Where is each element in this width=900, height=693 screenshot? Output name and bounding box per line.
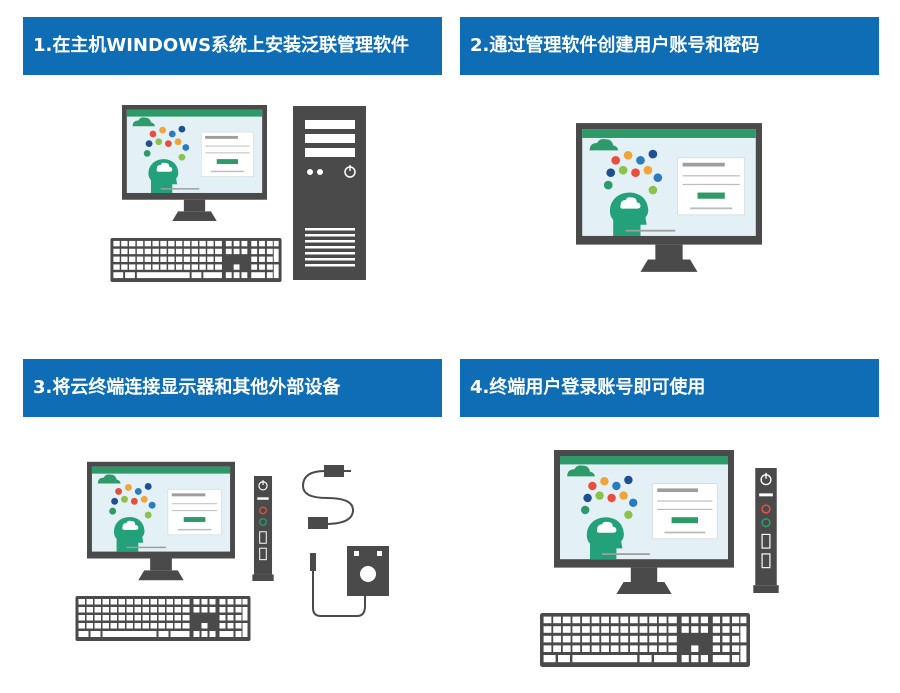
step-1-title: 1.在主机WINDOWS系统上安装泛联管理软件 xyxy=(33,35,410,56)
desktop-tower-icon xyxy=(293,106,366,280)
step-2-illustration xyxy=(576,122,762,273)
audio-cable-icon xyxy=(310,553,366,617)
step-3-banner: 3.将云终端连接显示器和其他外部设备 xyxy=(23,359,442,417)
step-3-title: 3.将云终端连接显示器和其他外部设备 xyxy=(33,377,341,398)
monitor-icon xyxy=(122,104,267,222)
monitor-icon xyxy=(576,122,762,273)
step-1-illustration xyxy=(110,104,366,290)
cable-icon xyxy=(301,465,355,529)
step-2-title: 2.通过管理软件创建用户账号和密码 xyxy=(470,35,760,56)
step-4-illustration xyxy=(540,450,780,672)
step-3-illustration xyxy=(75,461,389,648)
step-4-banner: 4.终端用户登录账号即可使用 xyxy=(460,359,879,417)
keyboard-icon xyxy=(110,238,281,282)
keyboard-icon xyxy=(540,613,750,667)
step-1-banner: 1.在主机WINDOWS系统上安装泛联管理软件 xyxy=(23,17,442,75)
keyboard-icon xyxy=(76,596,251,641)
monitor-icon xyxy=(554,450,734,594)
power-adapter-icon xyxy=(347,546,389,596)
monitor-icon xyxy=(87,461,235,581)
thin-client-icon xyxy=(752,468,780,593)
thin-client-icon xyxy=(251,476,275,581)
step-4-title: 4.终端用户登录账号即可使用 xyxy=(470,377,706,398)
step-2-banner: 2.通过管理软件创建用户账号和密码 xyxy=(460,17,879,75)
